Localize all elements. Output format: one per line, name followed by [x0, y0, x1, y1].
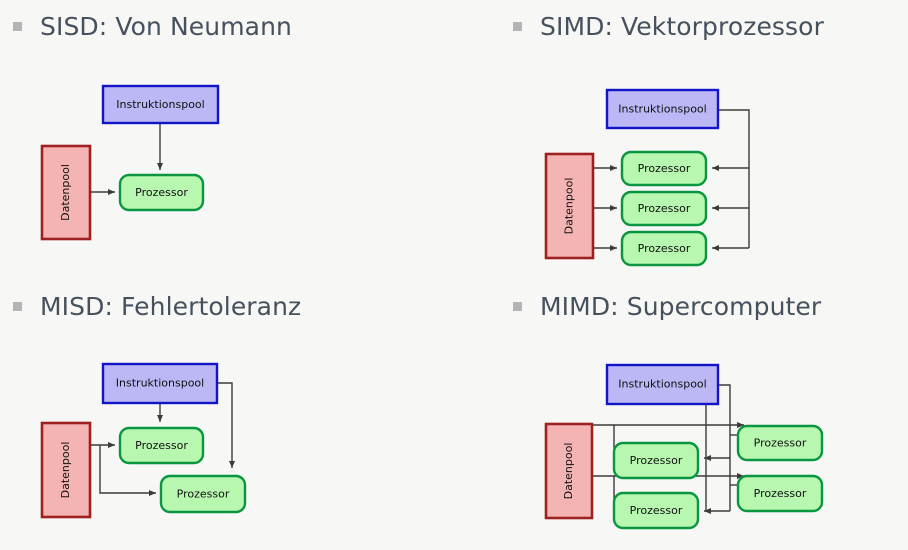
diagram-simd: Instruktionspool Datenpool Prozessor Pro…: [454, 0, 908, 270]
processor-box: Prozessor: [612, 441, 700, 480]
processor-box: Prozessor: [736, 424, 824, 462]
instruction-pool-label: Instruktionspool: [618, 378, 706, 391]
processor-box: Prozessor: [612, 491, 700, 530]
instruction-pool-box: Instruktionspool: [605, 363, 720, 406]
processor-box: Prozessor: [736, 474, 824, 513]
processor-label: Prozessor: [638, 242, 691, 255]
heading-simd-label: SIMD: Vektorprozessor: [540, 12, 824, 41]
data-pool-label: Datenpool: [562, 443, 575, 500]
data-pool-box: Datenpool: [40, 144, 92, 241]
processor-box: Prozessor: [620, 190, 708, 227]
data-pool-label: Datenpool: [59, 164, 72, 221]
data-pool-label: Datenpool: [563, 178, 576, 235]
bullet-square-icon: [13, 22, 22, 31]
processor-label: Prozessor: [630, 454, 683, 467]
arrow-instruction-to-processor-2: [217, 382, 235, 468]
diagram-sisd: Instruktionspool Datenpool Prozessor: [0, 0, 454, 270]
data-pool-box: Datenpool: [544, 422, 594, 520]
processor-box: Prozessor: [159, 474, 247, 514]
quadrant-mimd: MIMD: Supercomputer: [454, 280, 908, 550]
quadrant-misd: MISD: Fehlertoleranz Instruktionspool: [0, 280, 454, 550]
instruction-pool-label: Instruktionspool: [116, 377, 204, 390]
instruction-bus-right: [718, 384, 731, 511]
heading-misd: MISD: Fehlertoleranz: [13, 294, 301, 319]
heading-mimd-label: MIMD: Supercomputer: [540, 292, 822, 321]
processor-label: Prozessor: [638, 202, 691, 215]
processor-box: Prozessor: [118, 173, 205, 212]
processor-label: Prozessor: [754, 437, 807, 450]
processor-label: Prozessor: [638, 162, 691, 175]
arrow-data-to-processor-2: [99, 445, 156, 496]
data-pool-label: Datenpool: [59, 442, 72, 499]
instruction-pool-label: Instruktionspool: [116, 98, 204, 111]
quadrant-sisd: SISD: Von Neumann Instruktionspool Daten…: [0, 0, 454, 270]
instruction-pool-box: Instruktionspool: [605, 88, 720, 130]
heading-sisd: SISD: Von Neumann: [13, 14, 292, 39]
heading-mimd: MIMD: Supercomputer: [513, 294, 821, 319]
processor-box: Prozessor: [118, 426, 205, 465]
bullet-square-icon: [513, 302, 522, 311]
processor-box: Prozessor: [620, 230, 708, 267]
diagram-misd: Instruktionspool Datenpool Prozessor Pro…: [0, 280, 454, 541]
data-pool-box: Datenpool: [544, 152, 595, 260]
instruction-pool-box: Instruktionspool: [101, 362, 219, 405]
processor-label: Prozessor: [177, 488, 230, 501]
bullet-square-icon: [13, 302, 22, 311]
instruction-pool-box: Instruktionspool: [101, 84, 220, 125]
instruction-bus-line: [718, 109, 750, 168]
data-pool-box: Datenpool: [40, 421, 92, 519]
heading-sisd-label: SISD: Von Neumann: [40, 12, 292, 41]
bullet-square-icon: [513, 22, 522, 31]
heading-simd: SIMD: Vektorprozessor: [513, 14, 824, 39]
quadrant-simd: SIMD: Vektorprozessor Instruktionspool: [454, 0, 908, 270]
processor-label: Prozessor: [630, 504, 683, 517]
heading-misd-label: MISD: Fehlertoleranz: [40, 292, 302, 321]
instruction-pool-label: Instruktionspool: [618, 103, 706, 116]
processor-label: Prozessor: [135, 186, 188, 199]
diagram-mimd: Instruktionspool Datenpool Prozessor Pro…: [454, 280, 908, 541]
processor-label: Prozessor: [135, 439, 188, 452]
processor-box: Prozessor: [620, 150, 708, 187]
processor-label: Prozessor: [754, 487, 807, 500]
